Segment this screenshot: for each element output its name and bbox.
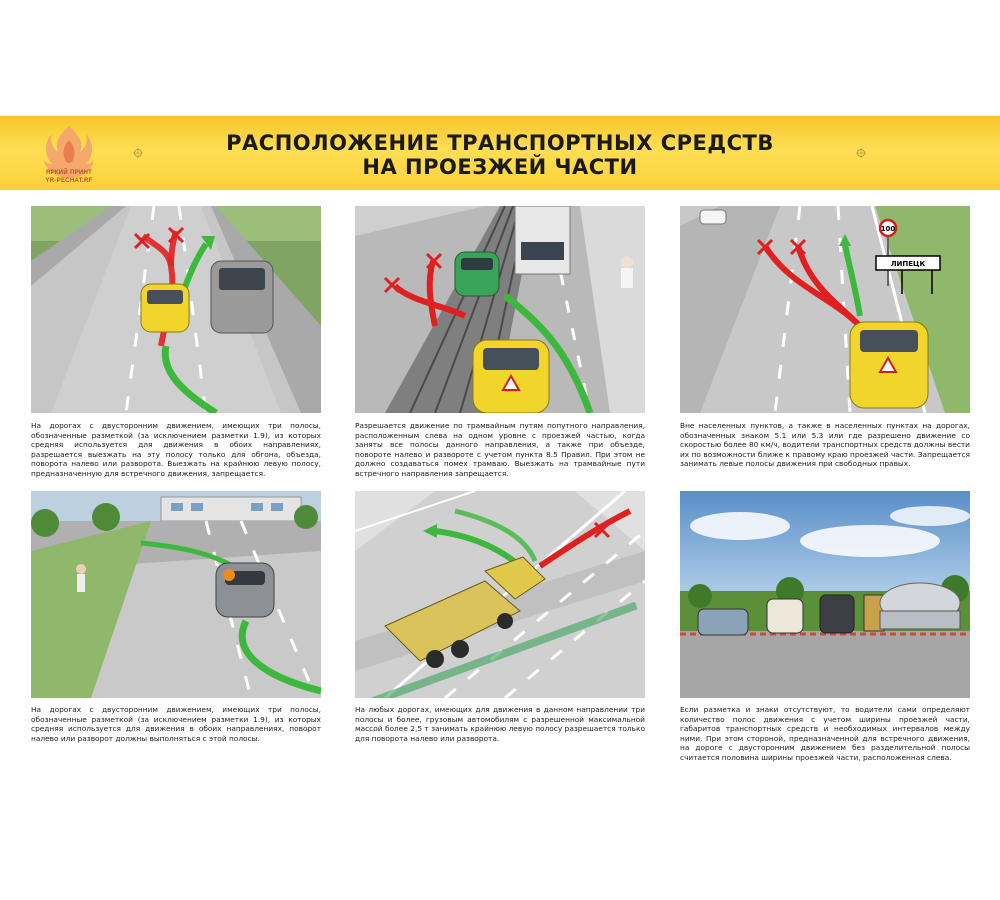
page-title-line-1: РАСПОЛОЖЕНИЕ ТРАНСПОРТНЫХ СРЕДСТВ [226, 131, 774, 155]
title-banner [0, 116, 1000, 190]
logo-name: ЯРКИЙ ПРИНТ [45, 170, 93, 176]
page-title-line-2: НА ПРОЕЗЖЕЙ ЧАСТИ [362, 155, 638, 179]
registration-mark-icon [133, 148, 143, 158]
logo-flame-icon [44, 126, 94, 178]
rule-caption: На дорогах с двусторонним движением, име… [31, 705, 321, 743]
illustration-keep-right: 100 ЛИПЕЦК [680, 206, 970, 413]
rule-caption: Разрешается движение по трамвайным путям… [355, 421, 645, 478]
illustration-tram-tracks [355, 206, 645, 413]
rule-caption: Если разметка и знаки отсутствуют, то во… [680, 705, 970, 762]
rule-caption: Вне населенных пунктов, а также в населе… [680, 421, 970, 469]
illustration-truck-left-lane [355, 491, 645, 698]
illustration-left-turn-from-middle [31, 491, 321, 698]
sign-speed-limit: 100 [881, 225, 896, 233]
logo-url: YR-PECHAT.RF [45, 178, 93, 184]
rule-caption: На дорогах с двусторонним движением, име… [31, 421, 321, 478]
registration-mark-icon [856, 148, 866, 158]
rule-caption: На любых дорогах, имеющих для движения в… [355, 705, 645, 743]
illustration-three-lane-overtake [31, 206, 321, 413]
illustration-unmarked-road [680, 491, 970, 698]
sign-town-name: ЛИПЕЦК [891, 260, 926, 268]
